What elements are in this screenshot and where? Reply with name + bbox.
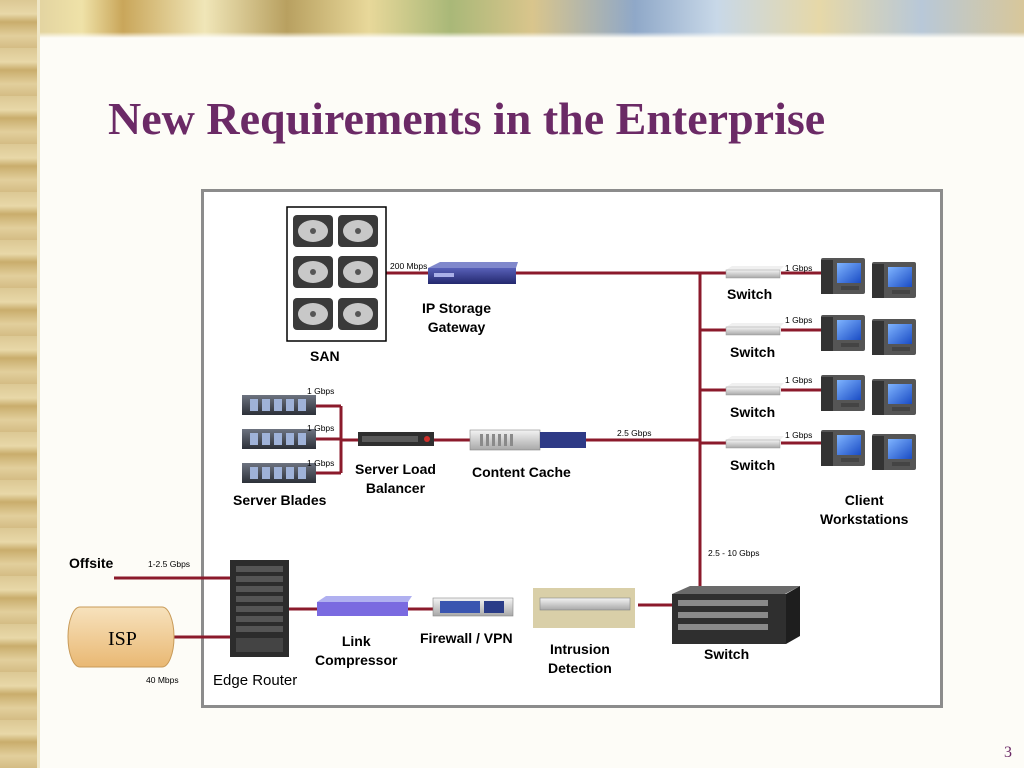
link-label-switch-2: 1 Gbps: [785, 315, 813, 325]
link-label-offsite: 1-2.5 Gbps: [148, 559, 191, 569]
slide-title: New Requirements in the Enterprise: [108, 93, 826, 144]
server-blades-label: Server Blades: [233, 492, 327, 508]
isp-cylinder-shape: [67, 606, 175, 668]
link-label-cache-backbone: 2.5 Gbps: [617, 428, 652, 438]
link-label-switch-4: 1 Gbps: [785, 430, 813, 440]
switch-2-label: Switch: [730, 344, 776, 360]
switch-4-label: Switch: [730, 457, 776, 473]
link-label-switch-1: 1 Gbps: [785, 263, 813, 273]
server-blade-icon: [242, 395, 316, 483]
link-label-blade-3: 1 Gbps: [307, 458, 335, 468]
core-switch-label: Switch: [704, 646, 750, 662]
ip-storage-gateway-device: [428, 262, 518, 284]
switch-1-label: Switch: [727, 286, 773, 302]
computer-icon: [821, 258, 916, 470]
link-label-blade-2: 1 Gbps: [307, 423, 335, 433]
switch-3-label: Switch: [730, 404, 776, 420]
link-label-switch-3: 1 Gbps: [785, 375, 813, 385]
load-balancer-device: [358, 432, 434, 446]
firewall-vpn-label: Firewall / VPN: [420, 630, 513, 646]
isp-label: ISP: [108, 628, 137, 650]
link-label-isp: 40 Mbps: [146, 675, 179, 685]
link-compressor-label: Link Compressor: [315, 633, 398, 668]
content-cache-label: Content Cache: [472, 464, 571, 480]
server-load-balancer-label: Server Load Balancer: [355, 461, 436, 496]
intrusion-detection-device: [533, 588, 635, 628]
page-number: 3: [1004, 744, 1012, 761]
content-cache-device: [469, 429, 586, 451]
edge-router-device: [230, 560, 289, 657]
decorative-side-band: [0, 0, 37, 768]
client-workstations-label: Client Workstations: [820, 492, 909, 527]
decorative-header-band: [0, 0, 1024, 38]
switch-icon: [725, 266, 784, 449]
intrusion-detection-label: Intrusion Detection: [548, 641, 612, 676]
san-label: SAN: [310, 348, 340, 364]
edge-router-label: Edge Router: [213, 672, 298, 689]
offsite-label: Offsite: [69, 555, 114, 571]
san-disks: [286, 206, 387, 342]
link-lines: [114, 271, 821, 639]
side-band-edge: [37, 0, 40, 768]
link-label-san-gateway: 200 Mbps: [390, 261, 428, 271]
ip-storage-gateway-label: IP Storage Gateway: [422, 300, 491, 335]
firewall-device: [432, 597, 514, 617]
link-label-backbone-core: 2.5 - 10 Gbps: [708, 548, 760, 558]
hard-disk-icon: [293, 215, 378, 330]
core-switch-device: [672, 586, 800, 644]
link-label-blade-1: 1 Gbps: [307, 386, 335, 396]
link-compressor-device: [317, 596, 412, 616]
